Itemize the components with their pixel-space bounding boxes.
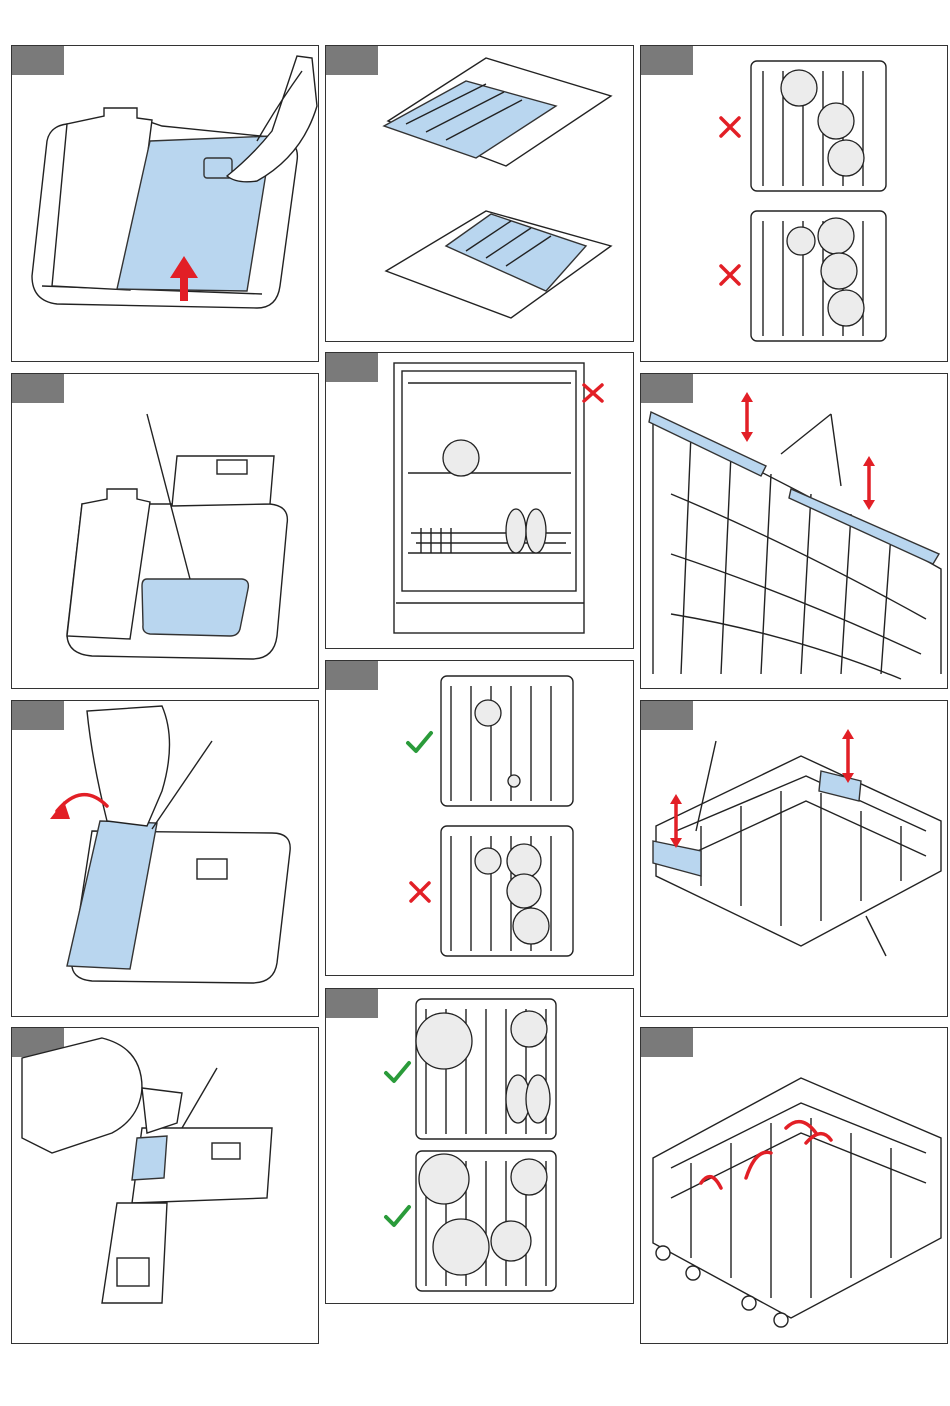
cross-icon <box>721 266 739 284</box>
panel-lower-rack-fold <box>640 1027 948 1344</box>
panel-lower-rack-loading <box>325 988 634 1304</box>
check-icon <box>386 1207 409 1225</box>
dispenser-compartment-illustration <box>12 374 320 690</box>
check-icon <box>408 733 431 751</box>
panel-upper-rack-height <box>640 700 948 1017</box>
double-arrow-icon <box>842 729 854 783</box>
dispenser-close-illustration <box>12 701 320 1018</box>
panel-dispenser-open <box>11 45 319 362</box>
double-arrow-icon <box>741 392 753 442</box>
panel-upper-rack-incorrect <box>640 45 948 362</box>
double-arrow-icon <box>670 794 682 848</box>
panel-dispenser-close <box>11 700 319 1017</box>
lower-rack-fold-illustration <box>641 1028 949 1345</box>
upper-rack-height-illustration <box>641 701 949 1018</box>
cutlery-tray-illustration <box>326 46 635 343</box>
double-arrow-icon <box>863 456 875 510</box>
upper-rack-incorrect-illustration <box>641 46 949 363</box>
lower-rack-check-illustration <box>326 661 635 977</box>
panel-dishwasher-interior <box>325 352 634 649</box>
panel-rack-tines <box>640 373 948 689</box>
dispenser-open-illustration <box>12 46 320 363</box>
panel-dispenser-compartment <box>11 373 319 689</box>
check-icon <box>386 1063 409 1081</box>
panel-rinse-aid <box>11 1027 319 1344</box>
cross-icon <box>411 883 429 901</box>
lower-rack-loading-illustration <box>326 989 635 1305</box>
cross-icon <box>721 118 739 136</box>
panel-cutlery-tray <box>325 45 634 342</box>
cross-icon <box>584 385 602 401</box>
panel-lower-rack-check <box>325 660 634 976</box>
dishwasher-interior-illustration <box>326 353 635 650</box>
rack-tines-illustration <box>641 374 949 690</box>
rinse-aid-illustration <box>12 1028 320 1345</box>
